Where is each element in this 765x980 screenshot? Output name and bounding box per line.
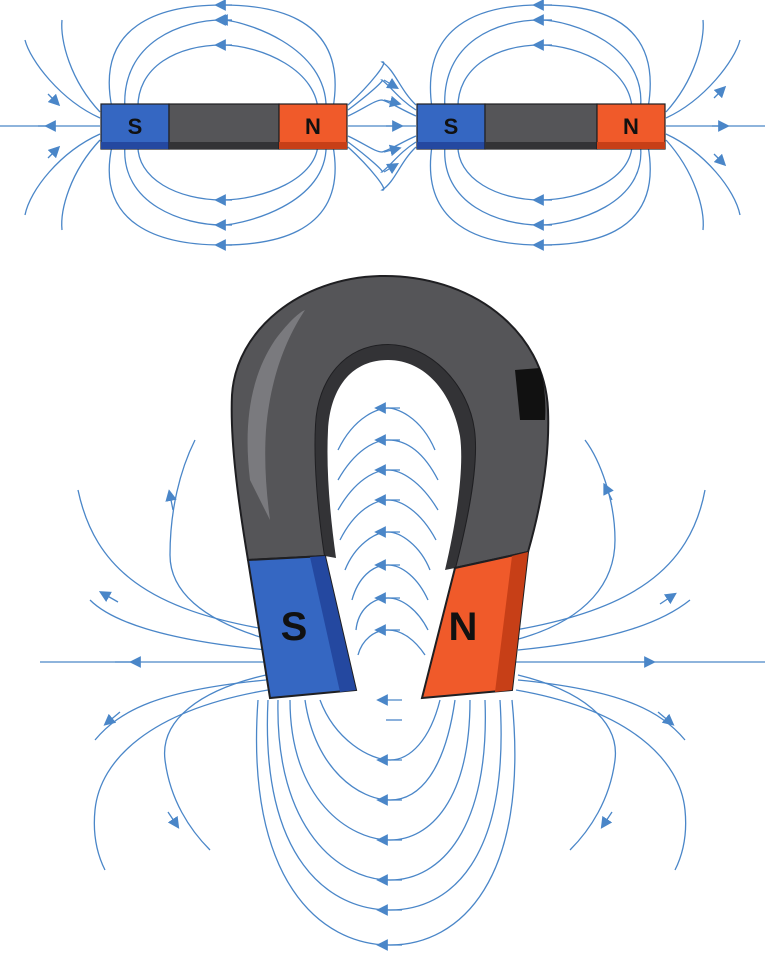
bar-magnet-right: S N	[416, 103, 666, 150]
bar-magnet-right-south-pole	[416, 103, 486, 150]
horseshoe-field-lines	[40, 402, 765, 951]
bar-magnet-left-south-label: S	[128, 114, 143, 139]
bar-magnet-left-body	[168, 103, 280, 150]
bar-magnets-field-lines	[0, 0, 765, 251]
bar-magnet-left-north-label: N	[305, 114, 321, 139]
horseshoe-magnet: S N	[230, 274, 550, 700]
bar-magnet-right-body	[484, 103, 598, 150]
horseshoe-south-label: S	[281, 605, 308, 649]
bar-magnet-left: S N	[100, 103, 348, 150]
bar-magnet-right-north-label: N	[623, 114, 639, 139]
horseshoe-black-tab	[515, 368, 546, 420]
bar-magnet-right-south-label: S	[444, 114, 459, 139]
horseshoe-north-label: N	[449, 605, 478, 649]
bar-magnet-right-north-pole	[596, 103, 666, 150]
horseshoe-body	[230, 274, 550, 570]
